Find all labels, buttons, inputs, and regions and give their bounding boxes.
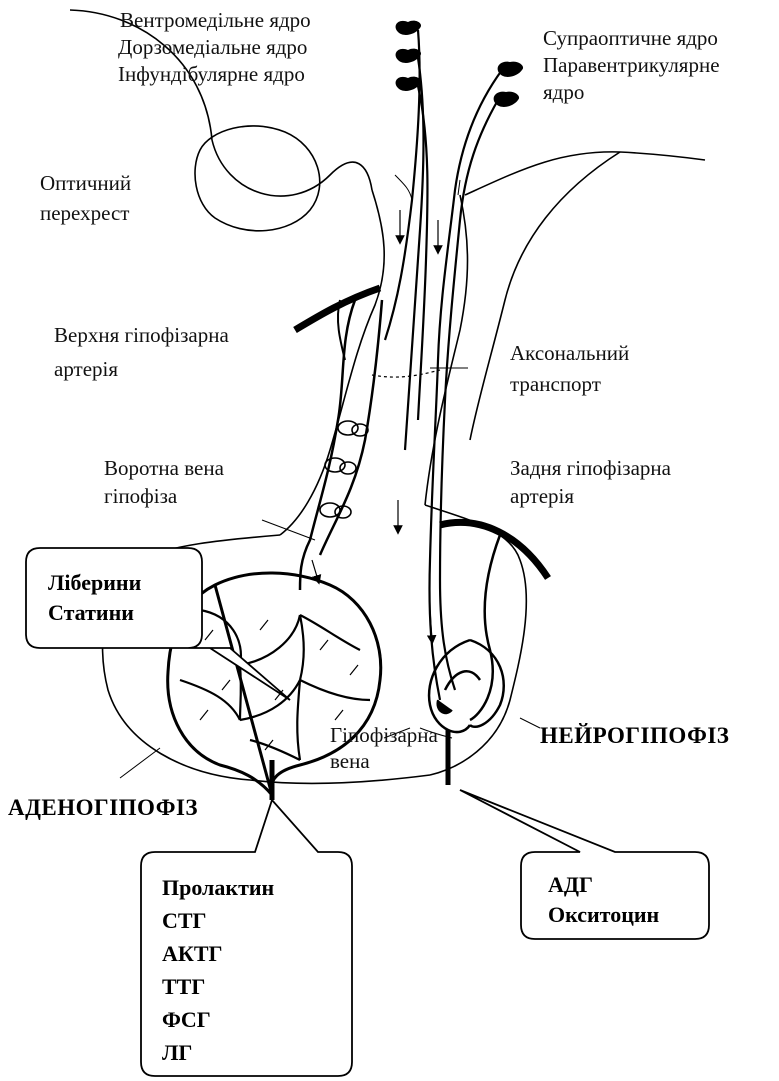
label-portal-vein-2: гіпофіза xyxy=(104,484,178,508)
callout-releasing-line-1: Ліберини xyxy=(48,570,142,595)
label-posterior-artery-1: Задня гіпофізарна xyxy=(510,456,672,480)
label-infundibular-nucleus: Інфундібулярне ядро xyxy=(118,62,305,86)
label-hypophyseal-vein-1: Гіпофізарна xyxy=(330,723,439,747)
hormone-ttg: ТТГ xyxy=(162,974,205,999)
hormone-stg: СТГ xyxy=(162,908,207,933)
label-portal-vein-1: Воротна вена xyxy=(104,456,225,480)
callout-adeno-hormones: Пролактин СТГ АКТГ ТТГ ФСГ ЛГ xyxy=(141,800,352,1076)
label-superior-artery-1: Верхня гіпофізарна xyxy=(54,323,229,347)
label-hypophyseal-vein-2: вена xyxy=(330,749,370,773)
hormone-prolactin: Пролактин xyxy=(162,875,275,900)
hormone-actg: АКТГ xyxy=(162,941,223,966)
label-superior-artery-2: артерія xyxy=(54,357,118,381)
callout-neuro-hormones: АДГ Окситоцин xyxy=(460,790,709,939)
label-adenohypophysis: АДЕНОГІПОФІЗ xyxy=(8,795,198,820)
hormone-lg: ЛГ xyxy=(162,1040,192,1065)
label-paraventricular-1: Паравентрикулярне xyxy=(543,53,720,77)
label-posterior-artery-2: артерія xyxy=(510,484,574,508)
label-axonal-transport-1: Аксональний xyxy=(510,341,629,365)
label-optic-chiasm-2: перехрест xyxy=(40,201,129,225)
label-paraventricular-2: ядро xyxy=(543,80,584,104)
label-supraoptic-nucleus: Супраоптичне ядро xyxy=(543,26,718,50)
hormone-adg: АДГ xyxy=(548,872,593,897)
hormone-oxytocin: Окситоцин xyxy=(548,902,660,927)
neurons-left-group xyxy=(385,21,428,450)
label-ventromedial-nucleus: Вентромедільне ядро xyxy=(120,8,311,32)
hormone-fsg: ФСГ xyxy=(162,1007,211,1032)
label-neurohypophysis: НЕЙРОГІПОФІЗ xyxy=(540,723,729,748)
label-optic-chiasm-1: Оптичний xyxy=(40,171,131,195)
label-dorsomedial-nucleus: Дорзомедіальне ядро xyxy=(118,35,307,59)
label-axonal-transport-2: транспорт xyxy=(510,372,601,396)
callout-releasing-line-2: Статини xyxy=(48,600,134,625)
optic-chiasm-shape xyxy=(195,126,320,231)
axonal-transport-arrows xyxy=(312,210,440,640)
callout-releasing-factors: Ліберини Статини xyxy=(26,548,290,700)
